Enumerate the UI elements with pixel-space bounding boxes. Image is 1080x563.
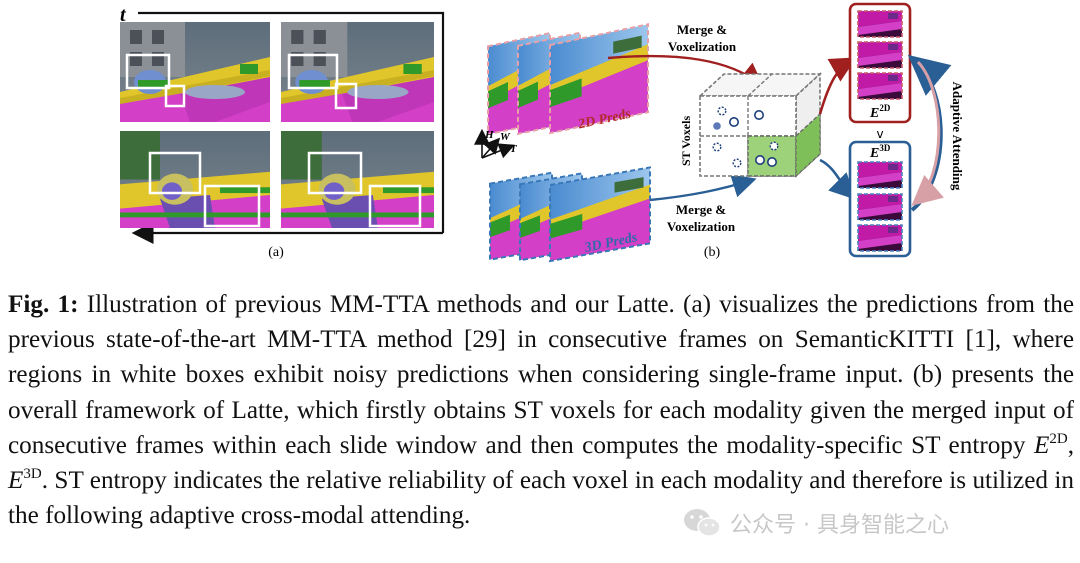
frame-a-4 xyxy=(281,131,434,228)
figure: t (a) 2D Preds xyxy=(120,2,965,263)
frame-a-3 xyxy=(120,131,270,228)
st-voxels-label: ST Voxels xyxy=(679,116,693,166)
entropy-3d-label: E3D xyxy=(869,143,891,161)
frame-a-1 xyxy=(120,22,270,122)
adaptive-arrow-pink xyxy=(911,60,944,206)
frame-a-2 xyxy=(281,22,434,122)
panel-b-sublabel: (b) xyxy=(704,245,721,260)
panel-a: t (a) xyxy=(120,4,445,260)
caption-separator: , xyxy=(1067,431,1074,459)
time-arrow-top xyxy=(138,11,445,233)
axes-icon: H W T xyxy=(474,128,518,159)
axis-t: T xyxy=(510,143,518,155)
merge-arrow-3d xyxy=(649,174,757,202)
panel-b: 2D Preds 3D Preds H W T Merge & Voxeliza… xyxy=(474,2,965,263)
wechat-logo-icon xyxy=(684,509,721,537)
noise-box xyxy=(164,84,186,108)
noise-box xyxy=(287,53,339,90)
arrow-to-e2d xyxy=(818,57,857,115)
st-voxel-cube xyxy=(697,72,823,178)
entropy-2d-box: E2D xyxy=(848,2,912,124)
noise-box xyxy=(368,184,422,228)
adaptive-label: Adaptive Attending xyxy=(950,82,965,191)
axis-w: W xyxy=(500,131,511,143)
merge-label-top-2: Voxelization xyxy=(668,39,737,54)
noise-box xyxy=(148,151,202,195)
merge-label-bottom-1: Merge & xyxy=(676,202,726,217)
noise-box xyxy=(307,151,363,195)
watermark: 公众号 · 具身智能之心 xyxy=(682,503,1054,543)
noise-box xyxy=(125,53,171,90)
entropy-3d-box: E3D xyxy=(848,140,912,258)
caption-text-2: . ST entropy indicates the relative reli… xyxy=(8,467,1074,530)
merge-label-top-1: Merge & xyxy=(677,22,727,37)
noise-box xyxy=(203,184,261,228)
compare-symbol: v xyxy=(876,127,883,141)
preds-2d-stack xyxy=(487,23,649,136)
figure-caption: Fig. 1: Illustration of previous MM-TTA … xyxy=(8,287,1074,533)
merge-label-bottom-2: Voxelization xyxy=(667,219,736,234)
entropy-2d-label: E2D xyxy=(869,103,891,121)
preds-3d-stack xyxy=(489,166,651,263)
axis-h: H xyxy=(484,129,494,141)
noise-box xyxy=(334,82,358,110)
caption-e3d: E3D xyxy=(8,466,42,495)
caption-label: Fig. 1: xyxy=(8,291,79,318)
arrow-to-e3d xyxy=(819,158,856,200)
watermark-text: 公众号 · 具身智能之心 xyxy=(730,513,949,538)
caption-e2d: E2D xyxy=(1033,430,1068,459)
caption-text-1: Illustration of previous MM-TTA methods … xyxy=(8,291,1074,459)
time-label: t xyxy=(120,4,127,26)
panel-a-sublabel: (a) xyxy=(268,245,284,260)
